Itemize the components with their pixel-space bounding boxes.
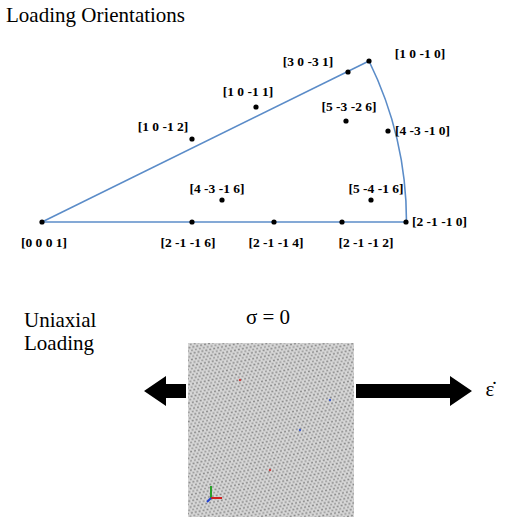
miller-index: [2 -1 -1 6] [160,236,215,251]
miller-index: [1 0 -1 1] [223,85,274,100]
miller-index: [0 0 0 1] [21,236,67,251]
miller-index: [2 -1 -1 2] [338,236,393,251]
atomistic-box [188,343,354,517]
miller-index: [2 -1 -1 0] [412,215,467,230]
section-title: Uniaxial Loading [24,309,119,355]
miller-index: [4 -3 -1 6] [189,182,244,197]
miller-index: [4 -3 -1 0] [395,124,450,139]
miller-index: [5 -3 -2 6] [321,100,376,115]
miller-index: [1 0 -1 2] [138,120,189,135]
section-title: Loading Orientations [6,4,185,27]
load-arrows [144,376,472,406]
miller-index: [2 -1 -1 4] [248,236,303,251]
miller-index: [5 -4 -1 6] [348,182,403,197]
orientation-dots [39,58,408,224]
stress-label: σ = 0 [246,306,290,329]
miller-index: [3 0 -3 1] [283,55,334,70]
stereographic-triangle [42,61,407,222]
strain-rate-label: ε̇ [486,378,495,401]
miller-index: [1 0 -1 0] [395,47,446,62]
